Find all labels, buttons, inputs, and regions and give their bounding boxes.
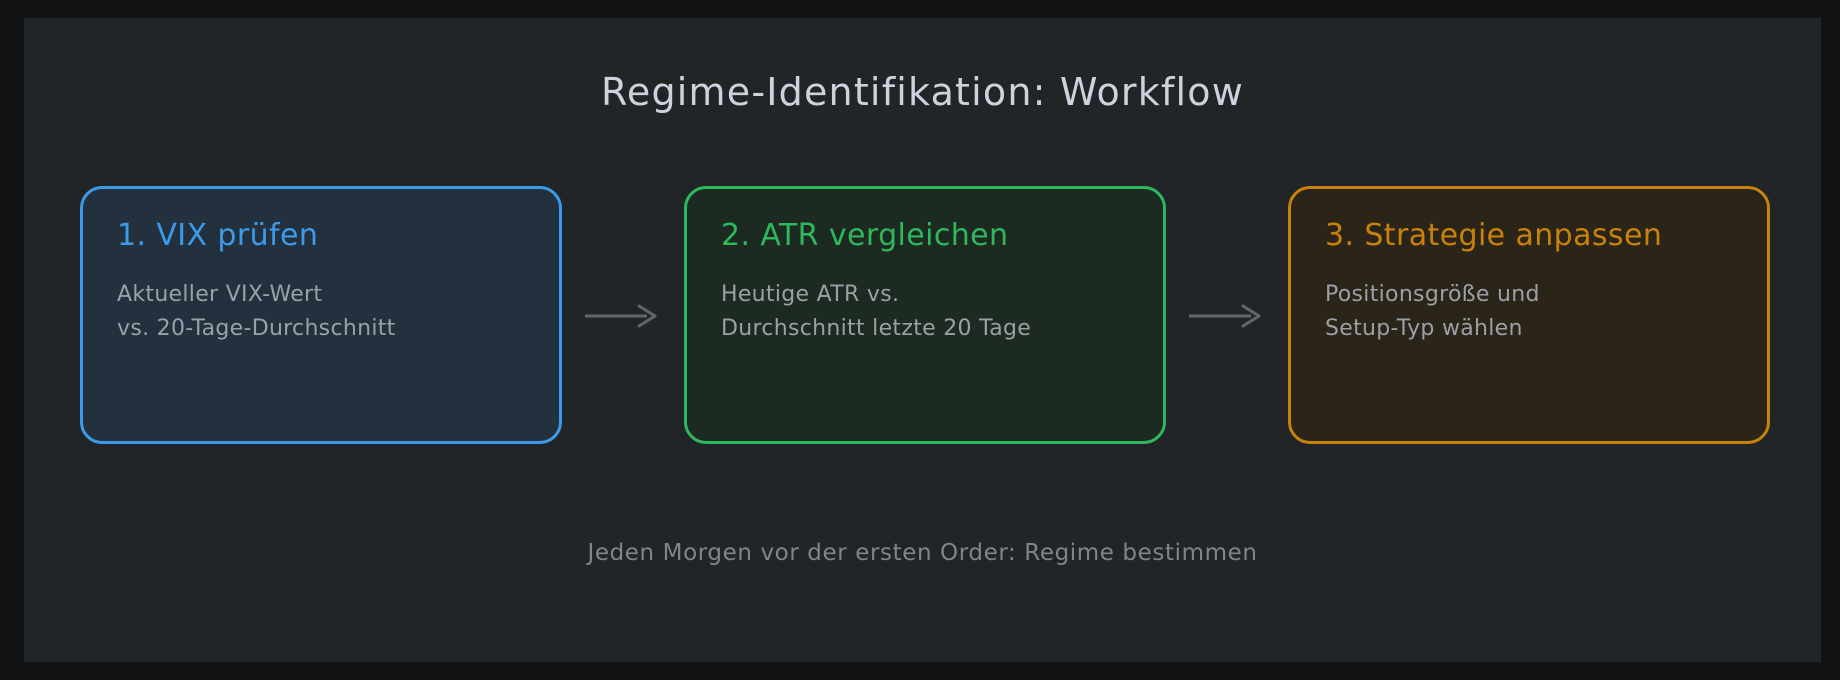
- workflow-step-1-body: Aktueller VIX-Wert vs. 20-Tage-Durchschn…: [117, 282, 396, 342]
- connector-2: [1179, 296, 1275, 336]
- workflow-step-3-body: Positionsgröße und Setup-Typ wählen: [1325, 282, 1540, 342]
- connector-1: [575, 296, 671, 336]
- diagram-canvas: Regime-Identifikation: Workflow 1. VIX p…: [24, 18, 1821, 662]
- diagram-footer-caption: Jeden Morgen vor der ersten Order: Regim…: [587, 540, 1258, 566]
- arrow-right-icon: [1187, 303, 1267, 329]
- diagram-title: Regime-Identifikation: Workflow: [600, 70, 1245, 114]
- workflow-step-1-title: 1. VIX prüfen: [117, 218, 319, 253]
- workflow-step-3[interactable]: 3. Strategie anpassen Positionsgröße und…: [1288, 186, 1770, 444]
- workflow-step-2-body: Heutige ATR vs. Durchschnitt letzte 20 T…: [721, 282, 1032, 342]
- workflow-steps-row: 1. VIX prüfen Aktueller VIX-Wert vs. 20-…: [80, 186, 1770, 446]
- workflow-step-1[interactable]: 1. VIX prüfen Aktueller VIX-Wert vs. 20-…: [80, 186, 562, 444]
- workflow-step-3-title: 3. Strategie anpassen: [1325, 218, 1663, 253]
- workflow-step-2-title: 2. ATR vergleichen: [721, 218, 1009, 253]
- arrow-right-icon: [583, 303, 663, 329]
- workflow-step-2[interactable]: 2. ATR vergleichen Heutige ATR vs. Durch…: [684, 186, 1166, 444]
